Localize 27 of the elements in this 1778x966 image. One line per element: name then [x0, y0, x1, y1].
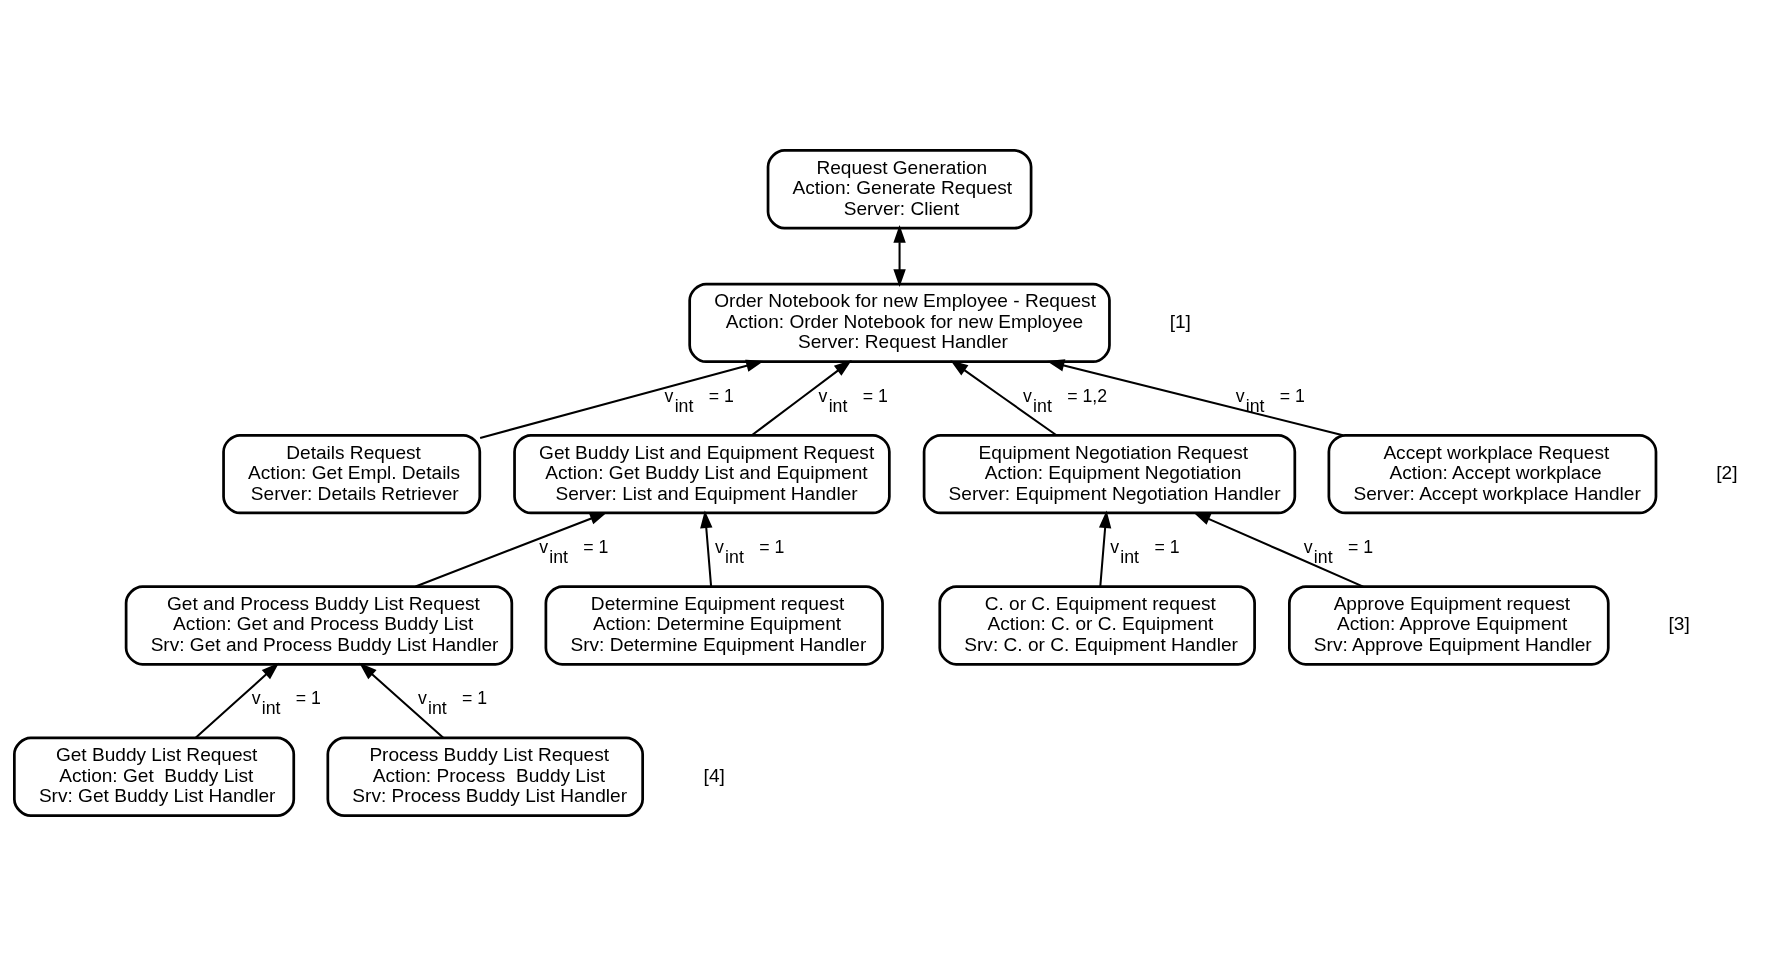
node-box: C. or C. Equipment request Action: C. or C. Equipment Srv: C. or C. Equipment Handler	[938, 585, 1256, 666]
label: [3]	[1668, 613, 1690, 635]
arrow	[479, 359, 764, 439]
node-box: Get and Process Buddy List Request Action: Get and Process Buddy List Srv: Get and Process Buddy List Handler	[124, 585, 514, 666]
arrow	[194, 662, 280, 739]
arrow	[950, 360, 1058, 437]
node-box: Equipment Negotiation Request Action: Equipment Negotiation Server: Equipment Negotiation Handler	[922, 433, 1297, 515]
label: [2]	[1716, 462, 1738, 484]
label: [1]	[1169, 310, 1191, 332]
arrow	[893, 225, 906, 288]
node-box: Approve Equipment request Action: Approve Equipment Srv: Approve Equipment Handler	[1288, 585, 1610, 666]
arrow	[359, 662, 444, 739]
arrow	[1046, 359, 1344, 437]
arrow	[700, 510, 713, 587]
node-box: Get Buddy List Request Action: Get Buddy List Srv: Get Buddy List Handler	[13, 736, 296, 817]
label: [4]	[703, 764, 725, 786]
node-box: Process Buddy List Request Action: Process Buddy List Srv: Process Buddy List Handler	[326, 736, 645, 817]
arrow	[751, 360, 852, 437]
node-box: Order Notebook for new Employee - Request Action: Order Notebook for new Employee Server: Request Handler	[688, 282, 1111, 364]
node-box: Accept workplace Request Action: Accept workplace Server: Accept workplace Handler	[1327, 433, 1658, 515]
node-box: Request Generation Action: Generate Request Server: Client	[766, 149, 1033, 230]
arrow	[415, 512, 608, 588]
node-box: Determine Equipment request Action: Determine Equipment Srv: Determine Equipment Handler	[544, 585, 884, 666]
node-box: Details Request Action: Get Empl. Details Server: Details Retriever	[222, 433, 482, 515]
node-box: Get Buddy List and Equipment Request Action: Get Buddy List and Equipment Server: List and Equipment Handler	[513, 433, 891, 515]
arrow	[1192, 512, 1364, 588]
arrow	[1098, 510, 1112, 587]
